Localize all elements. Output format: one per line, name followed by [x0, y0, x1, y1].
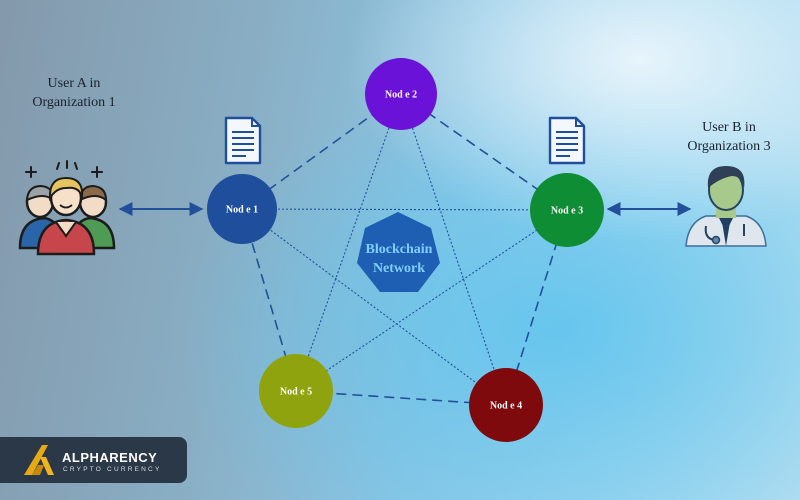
node-2-label: Nod e 2 — [385, 89, 417, 100]
node-2: Nod e 2 — [365, 58, 437, 130]
user-a-line2: Organization 1 — [32, 95, 116, 110]
node-4: Nod e 4 — [469, 368, 543, 442]
node-5-label: Nod e 5 — [280, 386, 312, 397]
dotted-link-node1-node4 — [241, 208, 507, 406]
node-5: Nod e 5 — [259, 354, 333, 428]
user-b-label: User B in Organization 3 — [660, 118, 798, 156]
document-icon — [548, 116, 586, 165]
blockchain-network-hub: Blockchain Network — [357, 212, 440, 292]
logo-name: ALPHARENCY — [62, 450, 158, 465]
heptagon-icon — [357, 212, 440, 292]
user-b-line2: Organization 3 — [687, 139, 771, 154]
document-icon — [224, 116, 262, 165]
dotted-link-node2-node5 — [295, 93, 402, 392]
node-1: Nod e 1 — [207, 174, 277, 244]
hub-label-line1: Blockchain — [366, 242, 433, 257]
node-5-circle — [259, 354, 333, 428]
node-3: Nod e 3 — [530, 173, 604, 247]
node-1-label: Nod e 1 — [226, 204, 258, 215]
user-group-icon — [18, 160, 116, 256]
dotted-link-node2-node4 — [400, 93, 507, 406]
user-a-label: User A in Organization 1 — [22, 74, 126, 112]
logo-mark-icon — [24, 445, 54, 475]
node-3-circle — [530, 173, 604, 247]
doctor-icon — [685, 166, 767, 247]
user-b-line1: User B in — [702, 120, 756, 135]
node-3-label: Nod e 3 — [551, 205, 583, 216]
node-4-label: Nod e 4 — [490, 400, 522, 411]
brand-logo: ALPHARENCY CRYPTO CURRENCY — [0, 437, 187, 483]
user-a-line1: User A in — [47, 76, 101, 91]
node-2-circle — [365, 58, 437, 130]
dotted-link-node1-node3 — [241, 208, 568, 211]
hub-label-line2: Network — [373, 261, 425, 276]
node-1-circle — [207, 174, 277, 244]
logo-tagline: CRYPTO CURRENCY — [63, 466, 162, 473]
node-4-circle — [469, 368, 543, 442]
